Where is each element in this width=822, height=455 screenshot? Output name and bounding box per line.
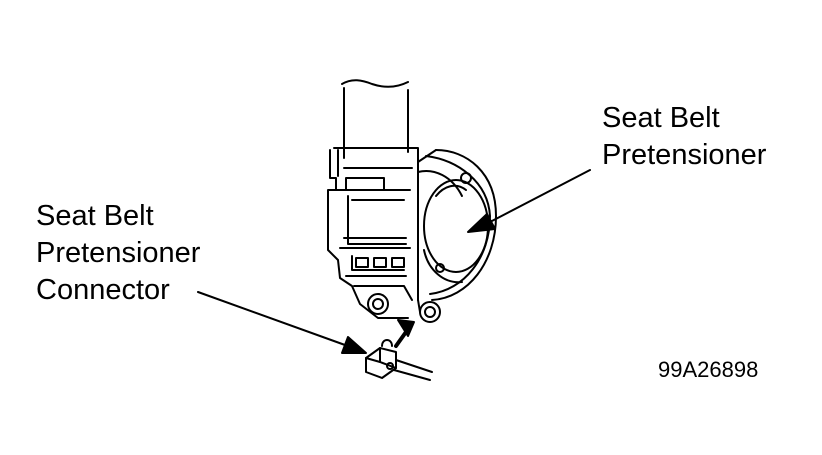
- pretensioner-label-line1: Seat Belt: [602, 102, 720, 134]
- connector-label-line3: Connector: [36, 274, 170, 306]
- retractor-body: [327, 147, 437, 319]
- connector-harness: [365, 339, 433, 381]
- connector-label-line2: Pretensioner: [36, 237, 201, 269]
- belt-webbing: [341, 79, 409, 159]
- pretensioner-label-line2: Pretensioner: [602, 139, 767, 171]
- pretensioner-housing: [417, 149, 497, 323]
- pretensioner-label: Seat Belt Pretensioner: [602, 100, 766, 174]
- socket-arrow: [394, 319, 415, 348]
- connector-label: Seat Belt Pretensioner Connector: [36, 198, 200, 309]
- connector-label-line1: Seat Belt: [36, 200, 154, 232]
- pretensioner-leader-arrow: [467, 169, 591, 233]
- figure-id: 99A26898: [658, 357, 759, 382]
- connector-leader-arrow: [197, 291, 367, 354]
